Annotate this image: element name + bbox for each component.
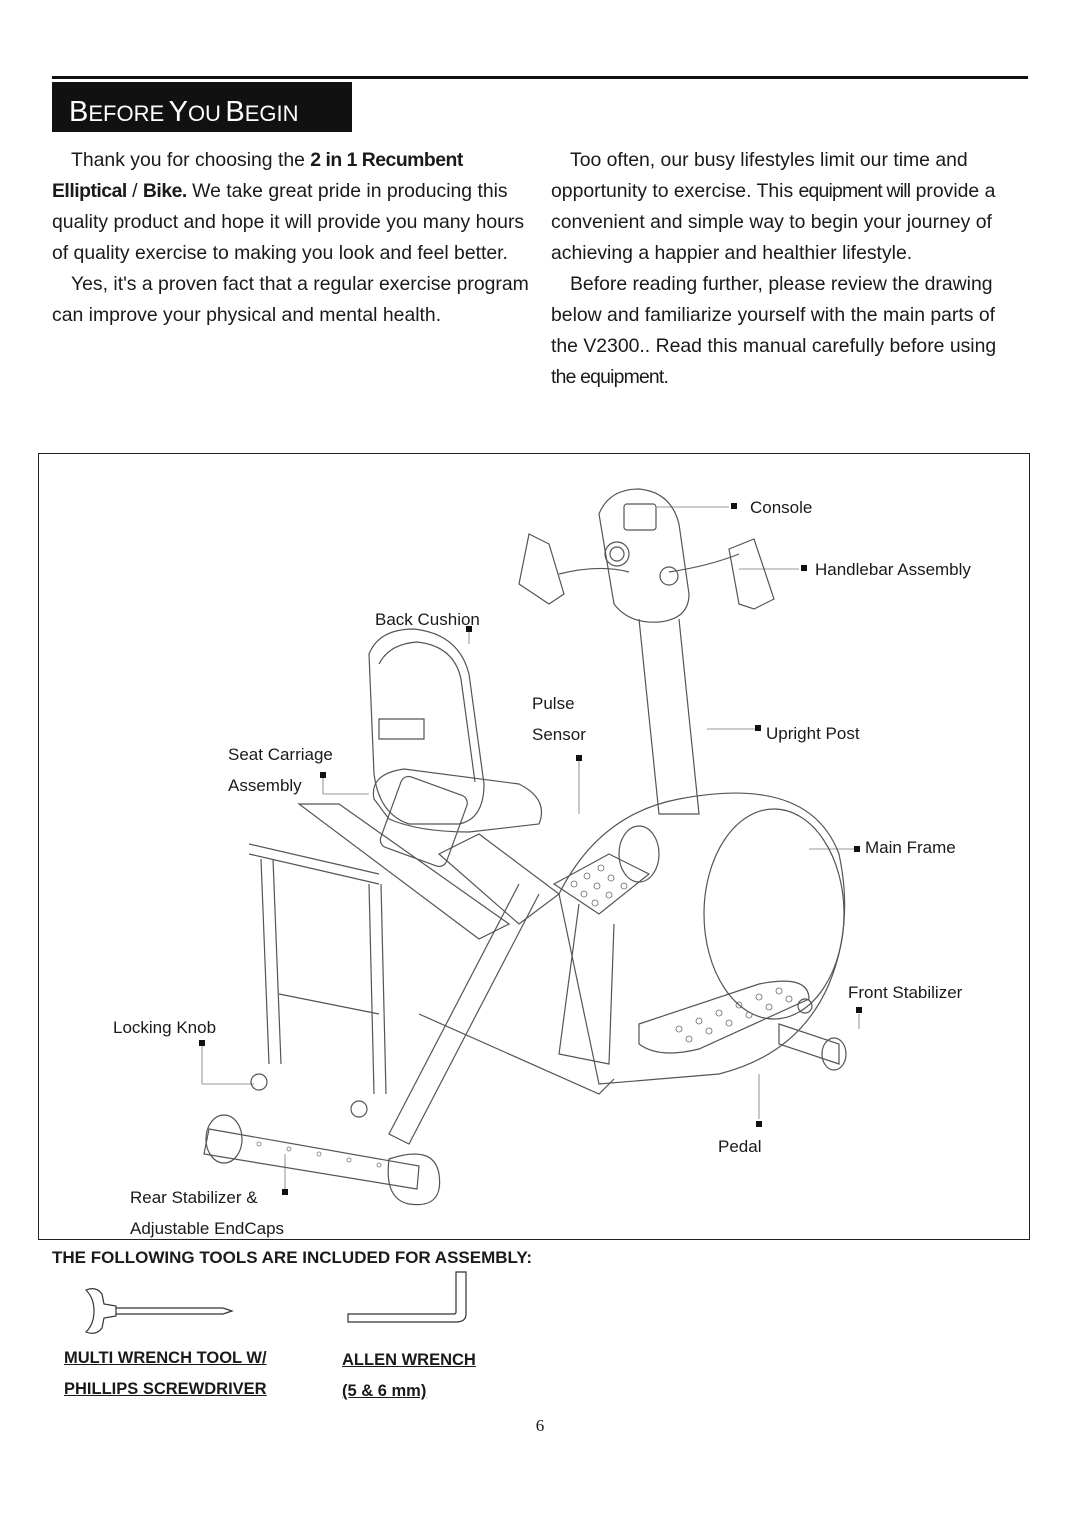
- title-initial: B: [69, 96, 89, 128]
- multi-wrench-label: MULTI WRENCH TOOL W/ PHILLIPS SCREWDRIVE…: [64, 1343, 267, 1405]
- text: MULTI WRENCH TOOL W/: [64, 1349, 267, 1367]
- text: equipment will: [798, 180, 911, 202]
- intro-paragraph: Before reading further, please review th…: [551, 269, 1021, 393]
- text: PHILLIPS SCREWDRIVER: [64, 1380, 267, 1398]
- allen-wrench-icon: [347, 1271, 467, 1323]
- label-main-frame: Main Frame: [865, 838, 956, 857]
- elliptical-bike-drawing: [199, 488, 862, 1206]
- text: /: [126, 180, 143, 202]
- text: ALLEN WRENCH: [342, 1351, 476, 1369]
- label-assembly: Assembly: [228, 776, 302, 795]
- text: provide a convenient and simple way to b…: [551, 180, 996, 264]
- section-title-banner: BEFORE YOU BEGIN: [52, 82, 352, 132]
- intro-paragraph: Too often, our busy lifestyles limit our…: [551, 145, 1021, 269]
- product-name: Bike.: [142, 180, 187, 202]
- leader-lines: [201, 506, 860, 1194]
- label-locking-knob: Locking Knob: [113, 1018, 217, 1037]
- label-upright-post: Upright Post: [766, 724, 860, 743]
- intro-right-column: Too often, our busy lifestyles limit our…: [551, 145, 1021, 393]
- parts-diagram: Console Handlebar Assembly Back Cushion …: [38, 453, 1030, 1240]
- label-pedal: Pedal: [718, 1137, 762, 1156]
- label-pulse: Pulse: [532, 694, 575, 713]
- intro-left-column: Thank you for choosing the 2 in 1 Recumb…: [52, 145, 534, 331]
- label-seat-carriage: Seat Carriage: [228, 745, 333, 764]
- intro-paragraph: Thank you for choosing the 2 in 1 Recumb…: [52, 145, 534, 269]
- label-console: Console: [750, 498, 813, 517]
- text: (5 & 6 mm): [342, 1382, 427, 1400]
- label-rear-stabilizer: Rear Stabilizer &: [130, 1188, 258, 1207]
- page-number: 6: [535, 1416, 545, 1435]
- top-rule: [52, 76, 1028, 79]
- title-text: OU: [187, 101, 221, 126]
- title-text: EGIN: [244, 101, 299, 126]
- title-text: EFORE: [88, 101, 165, 126]
- text: Too often, our busy lifestyles limit our…: [551, 149, 968, 202]
- intro-paragraph: Yes, it's a proven fact that a regular e…: [52, 273, 529, 326]
- label-adjustable-endcaps: Adjustable EndCaps: [130, 1219, 285, 1238]
- multi-wrench-icon: [84, 1288, 234, 1334]
- label-markers: [199, 503, 862, 1195]
- product-name: 2 in 1 Recumbent Elliptical: [52, 149, 463, 202]
- text: the equipment.: [551, 366, 669, 388]
- title-initial: Y: [168, 96, 188, 128]
- label-front-stabilizer: Front Stabilizer: [848, 983, 963, 1002]
- title-initial: B: [225, 96, 245, 128]
- text: Before reading further, please review th…: [551, 273, 997, 357]
- allen-wrench-label: ALLEN WRENCH (5 & 6 mm): [342, 1345, 476, 1407]
- label-back-cushion: Back Cushion: [375, 610, 480, 629]
- text: We take great pride in producing this qu…: [52, 180, 525, 264]
- label-sensor: Sensor: [532, 725, 586, 744]
- text: Thank you for choosing the: [71, 149, 311, 171]
- tools-heading: THE FOLLOWING TOOLS ARE INCLUDED FOR ASS…: [52, 1248, 533, 1267]
- label-handlebar-assembly: Handlebar Assembly: [815, 560, 971, 579]
